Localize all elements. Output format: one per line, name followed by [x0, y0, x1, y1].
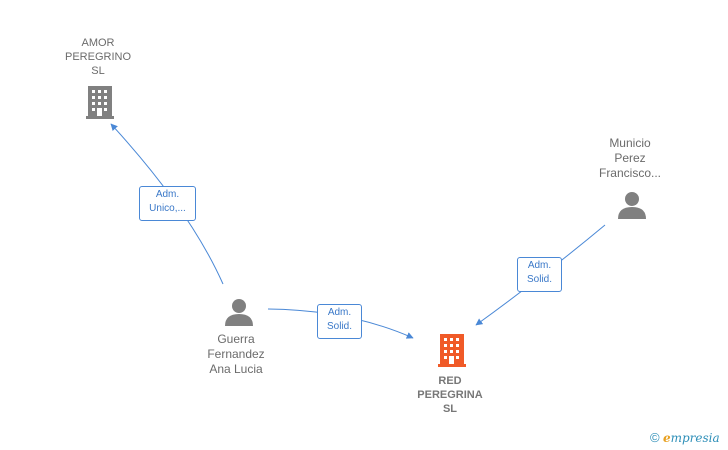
label-line: RED — [438, 375, 462, 387]
person-label-municio[interactable]: Municio Perez Francisco... — [578, 136, 682, 181]
person-icon[interactable] — [225, 299, 253, 326]
building-icon[interactable] — [438, 334, 466, 367]
edge-label-municio-to-red[interactable]: Adm. Solid. — [517, 257, 562, 292]
person-icon[interactable] — [618, 192, 646, 219]
building-icon[interactable] — [86, 86, 114, 119]
company-label-red-peregrina[interactable]: RED PEREGRINA SL — [402, 374, 498, 416]
edge-label-line: Adm. — [155, 189, 180, 200]
label-line: Fernandez — [207, 347, 265, 361]
edge-label-guerra-to-red[interactable]: Adm. Solid. — [317, 304, 362, 339]
label-line: Municio — [609, 136, 651, 150]
logo-letter: e — [662, 431, 671, 445]
logo-text: mpresia — [670, 431, 720, 445]
edge-label-line: Solid. — [526, 274, 552, 285]
edge-label-line: Solid. — [326, 321, 352, 332]
label-line: Francisco... — [598, 166, 661, 180]
label-line: SL — [91, 65, 105, 77]
copyright-symbol: © — [650, 430, 660, 445]
edge-label-line: Adm. — [527, 260, 552, 271]
empresia-logo: empresia — [663, 431, 720, 445]
label-line: Perez — [614, 151, 646, 165]
label-line: Ana Lucia — [209, 362, 263, 376]
company-label-amor-peregrino[interactable]: AMOR PEREGRINO SL — [50, 36, 146, 78]
label-line: PEREGRINO — [64, 51, 131, 63]
edge-label-guerra-to-amor[interactable]: Adm. Unico,... — [139, 186, 196, 221]
edge-label-line: Adm. — [327, 307, 352, 318]
label-line: PEREGRINA — [417, 389, 483, 401]
label-line: SL — [442, 403, 458, 415]
edge-label-line: Unico,... — [149, 203, 186, 214]
label-line: AMOR — [81, 37, 115, 49]
label-line: Guerra — [217, 332, 255, 346]
person-label-guerra[interactable]: Guerra Fernandez Ana Lucia — [186, 332, 286, 377]
empresia-watermark: © empresia — [650, 430, 720, 445]
